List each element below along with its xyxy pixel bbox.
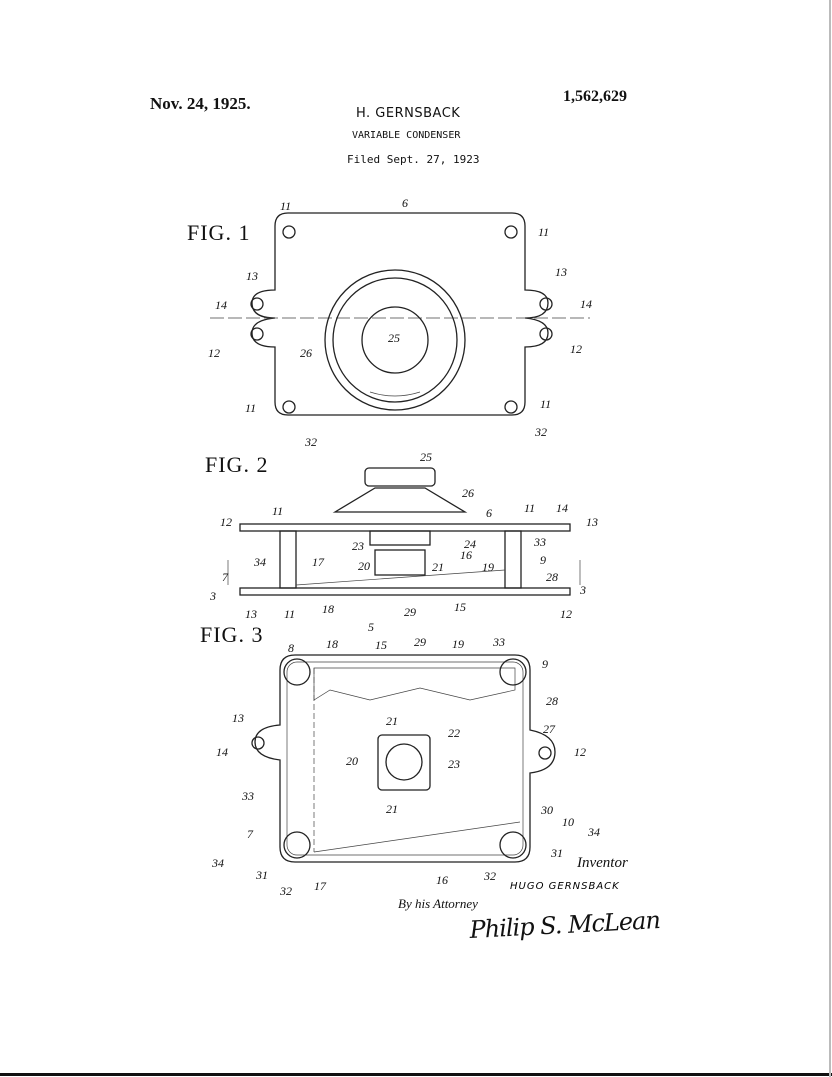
reference-numeral: 13 bbox=[586, 515, 598, 529]
reference-numeral: 14 bbox=[556, 501, 568, 515]
reference-numeral: 11 bbox=[540, 397, 551, 411]
reference-numeral: 18 bbox=[326, 637, 338, 651]
reference-numeral: 33 bbox=[241, 789, 254, 803]
reference-numeral: 6 bbox=[402, 196, 408, 210]
reference-numeral: 27 bbox=[543, 722, 556, 736]
reference-numeral: 26 bbox=[462, 486, 474, 500]
reference-numeral: 11 bbox=[280, 199, 291, 213]
figure-1-drawing: FIG. 1 bbox=[187, 212, 590, 416]
reference-numeral: 16 bbox=[436, 873, 448, 887]
reference-numeral: 34 bbox=[253, 555, 266, 569]
reference-numeral: 10 bbox=[562, 815, 574, 829]
reference-numeral: 23 bbox=[448, 757, 460, 771]
reference-numeral: 5 bbox=[368, 620, 374, 634]
reference-numeral: 15 bbox=[454, 600, 466, 614]
reference-numeral: 13 bbox=[555, 265, 567, 279]
attorney-signature: Philip S. McLean bbox=[468, 906, 661, 944]
reference-numeral: 11 bbox=[538, 225, 549, 239]
reference-numeral: 19 bbox=[482, 560, 494, 574]
figure-2-drawing: FIG. 2 bbox=[205, 452, 581, 596]
reference-numeral: 32 bbox=[304, 435, 317, 449]
filed-date: Filed Sept. 27, 1923 bbox=[347, 153, 480, 166]
reference-numeral: 14 bbox=[580, 297, 592, 311]
figure-1-label: FIG. 1 bbox=[187, 220, 250, 245]
reference-numeral: 14 bbox=[215, 298, 227, 312]
reference-numeral: 21 bbox=[386, 714, 398, 728]
patent-number: 1,562,629 bbox=[563, 88, 627, 105]
inventor-signature-name: HUGO GERNSBACK bbox=[510, 881, 620, 892]
reference-numeral: 12 bbox=[220, 515, 232, 529]
attorney-caption: By his Attorney bbox=[398, 896, 478, 911]
page-bottom-border bbox=[0, 1073, 832, 1076]
reference-numeral: 25 bbox=[388, 331, 400, 345]
reference-numeral: 28 bbox=[546, 570, 558, 584]
figure-3-label: FIG. 3 bbox=[200, 622, 263, 647]
reference-numeral: 32 bbox=[279, 884, 292, 898]
reference-numeral: 17 bbox=[312, 555, 325, 569]
reference-numeral: 11 bbox=[272, 504, 283, 518]
reference-numeral: 13 bbox=[232, 711, 244, 725]
reference-numeral: 21 bbox=[386, 802, 398, 816]
reference-numeral: 3 bbox=[209, 589, 216, 603]
reference-numeral: 32 bbox=[483, 869, 496, 883]
signature-block: Inventor HUGO GERNSBACK By his Attorney … bbox=[398, 855, 660, 944]
reference-numeral: 31 bbox=[550, 846, 563, 860]
reference-numeral: 13 bbox=[246, 269, 258, 283]
reference-numeral: 32 bbox=[534, 425, 547, 439]
reference-numeral: 7 bbox=[222, 570, 229, 584]
reference-numeral: 29 bbox=[404, 605, 416, 619]
reference-numeral: 3 bbox=[579, 583, 586, 597]
inventor-header: H. GERNSBACK bbox=[356, 106, 461, 121]
reference-numeral: 11 bbox=[284, 607, 295, 621]
inventor-caption: Inventor bbox=[576, 855, 628, 871]
reference-numeral: 30 bbox=[540, 803, 553, 817]
reference-numeral: 17 bbox=[314, 879, 327, 893]
reference-numeral: 34 bbox=[587, 825, 600, 839]
reference-numeral: 19 bbox=[452, 637, 464, 651]
reference-numeral: 33 bbox=[533, 535, 546, 549]
reference-numeral: 14 bbox=[216, 745, 228, 759]
figure-3-drawing: FIG. 3 bbox=[200, 622, 556, 863]
reference-numeral: 25 bbox=[420, 450, 432, 464]
reference-numeral: 22 bbox=[448, 726, 460, 740]
patent-date: Nov. 24, 1925. bbox=[150, 94, 251, 113]
reference-numeral: 23 bbox=[352, 539, 364, 553]
reference-numeral: 12 bbox=[560, 607, 572, 621]
reference-numeral: 13 bbox=[245, 607, 257, 621]
reference-numeral: 20 bbox=[346, 754, 358, 768]
reference-numeral: 18 bbox=[322, 602, 334, 616]
reference-numeral: 29 bbox=[414, 635, 426, 649]
reference-numeral: 7 bbox=[247, 827, 254, 841]
reference-numeral: 21 bbox=[432, 560, 444, 574]
page-right-border bbox=[829, 0, 831, 1077]
reference-numeral: 31 bbox=[255, 868, 268, 882]
reference-numeral: 12 bbox=[208, 346, 220, 360]
reference-numeral: 33 bbox=[492, 635, 505, 649]
figure-2-label: FIG. 2 bbox=[205, 452, 268, 477]
reference-numeral: 11 bbox=[524, 501, 535, 515]
reference-numeral: 15 bbox=[375, 638, 387, 652]
reference-numeral: 34 bbox=[211, 856, 224, 870]
reference-numeral: 24 bbox=[464, 537, 476, 551]
reference-numeral: 8 bbox=[288, 641, 294, 655]
reference-numeral: 9 bbox=[542, 657, 548, 671]
reference-numeral: 26 bbox=[300, 346, 312, 360]
reference-numeral: 12 bbox=[574, 745, 586, 759]
invention-title: VARIABLE CONDENSER bbox=[352, 130, 461, 141]
reference-numeral: 16 bbox=[460, 548, 472, 562]
reference-numeral: 28 bbox=[546, 694, 558, 708]
reference-numeral: 20 bbox=[358, 559, 370, 573]
reference-numeral: 12 bbox=[570, 342, 582, 356]
reference-numeral: 9 bbox=[540, 553, 546, 567]
reference-numeral: 6 bbox=[486, 506, 492, 520]
reference-numeral: 11 bbox=[245, 401, 256, 415]
